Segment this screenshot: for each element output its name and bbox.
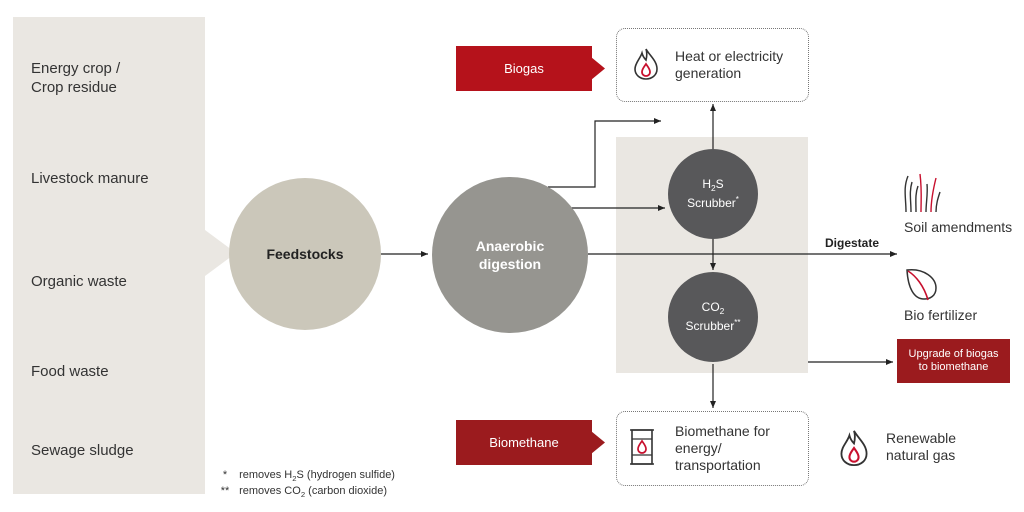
co2-scrubber-node: CO2 Scrubber** [668, 272, 758, 362]
renewable-gas-label: Renewable natural gas [886, 430, 957, 463]
h2s-scrubber-node: H2S Scrubber* [668, 149, 758, 239]
flame-icon [634, 48, 658, 80]
co2-mark: ** [734, 318, 741, 327]
digestate-label: Digestate [825, 236, 880, 250]
upgrade-biogas-label: Upgrade of biogas to biomethane [908, 348, 999, 373]
heat-electricity-label: Heat or electricity generation [675, 48, 784, 81]
footnote-h2s-text: removes H [239, 469, 293, 481]
source-livestock-manure: Livestock manure [31, 170, 149, 187]
biogas-tag: Biogas [456, 46, 592, 91]
h2s-formula: H [702, 177, 711, 191]
h2s-scrubber-label: Scrubber [687, 196, 736, 210]
biogas-label: Biogas [504, 61, 544, 76]
heat-electricity-box: Heat or electricity generation [616, 28, 809, 102]
bio-fertilizer-label: Bio fertilizer [904, 307, 978, 323]
plant-icon [904, 173, 941, 213]
footnote-co2-text: removes CO [239, 485, 301, 497]
source-sewage-sludge: Sewage sludge [31, 442, 134, 459]
footnote-co2: ** removes CO2 (carbon dioxide) [214, 485, 388, 499]
footnote-co2-mark: ** [220, 485, 230, 497]
h2s-formula-end: S [715, 177, 724, 191]
source-organic-waste: Organic waste [31, 273, 127, 290]
co2-scrubber-label: Scrubber [685, 319, 735, 333]
footnote-co2-text-end: (carbon dioxide) [305, 485, 388, 497]
feedstocks-node: Feedstocks [229, 178, 381, 330]
digestion-label: Anaerobic digestion [475, 238, 545, 272]
footnote-h2s-text-end: S (hydrogen sulfide) [296, 469, 395, 481]
footnote-h2s: * removes H2S (hydrogen sulfide) [214, 469, 395, 483]
renewable-gas-flame-icon [840, 430, 868, 467]
co2-formula: CO [701, 300, 720, 314]
fuel-barrel-icon [630, 429, 654, 465]
biomethane-label: Biomethane [489, 435, 559, 450]
leaf-icon [906, 269, 937, 301]
biomethane-energy-box: Biomethane for energy/ transportation [616, 411, 809, 486]
sources-panel: Energy crop / Crop residue Livestock man… [13, 17, 205, 494]
anaerobic-digestion-node: Anaerobic digestion [432, 177, 588, 333]
biomethane-tag-pointer [591, 431, 605, 454]
upgrade-biogas-tag: Upgrade of biogas to biomethane [897, 339, 1010, 383]
footnote-h2s-sub: 2 [292, 474, 297, 483]
footnote-h2s-mark: * [222, 469, 228, 481]
biogas-tag-pointer [591, 57, 605, 80]
soil-amendments-label: Soil amendments [904, 219, 1013, 235]
source-food-waste: Food waste [31, 363, 109, 380]
co2-subscript: 2 [719, 306, 725, 316]
source-energy-crop: Energy crop / Crop residue [31, 60, 121, 96]
feedstocks-label: Feedstocks [266, 246, 344, 262]
biomethane-tag: Biomethane [456, 420, 592, 465]
h2s-subscript: 2 [710, 183, 716, 193]
h2s-mark: * [735, 195, 739, 204]
biomethane-energy-label: Biomethane for energy/ transportation [675, 423, 770, 473]
footnote-co2-sub: 2 [300, 490, 306, 499]
